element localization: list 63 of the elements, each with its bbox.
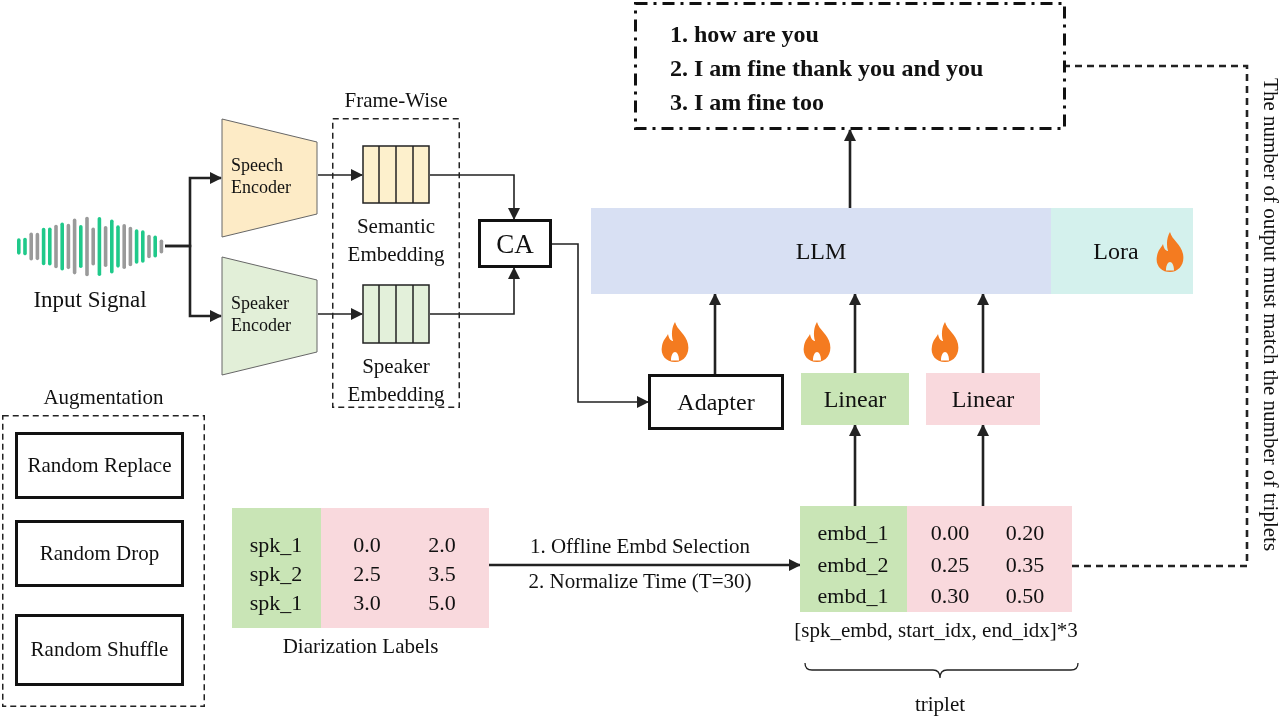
arrow — [489, 559, 801, 571]
node-label: Adapter — [676, 387, 756, 417]
process-box — [478, 219, 552, 268]
arrow — [844, 129, 856, 208]
table-cell-text: spk_1 — [248, 532, 304, 559]
table-cell-text: spk_2 — [248, 561, 304, 588]
group-title: Frame-Wise — [343, 88, 449, 114]
node-label: Diarization Labels — [281, 634, 440, 660]
arrow — [977, 424, 989, 506]
arrow — [429, 174, 520, 220]
arrow — [317, 308, 363, 320]
table-cell-text: 0.20 — [1004, 520, 1046, 547]
node-label: Lora — [1092, 236, 1140, 266]
table-cell-text: 0.00 — [929, 520, 971, 547]
table-cell-text: 0.50 — [1004, 583, 1046, 610]
node-label: Semantic Embedding — [346, 213, 446, 269]
table-cell-text: 3.0 — [352, 590, 382, 617]
output-line: 1. how are you — [670, 20, 819, 49]
output-line: 2. I am fine thank you and you — [670, 54, 984, 83]
process-box — [15, 432, 184, 499]
arrow — [165, 244, 222, 322]
arrow — [977, 293, 989, 373]
node-label: Random Replace — [26, 452, 173, 479]
arrow — [551, 243, 649, 408]
table-cell-text: 3.5 — [427, 561, 457, 588]
arrow — [317, 169, 363, 181]
node-label: LLM — [794, 236, 848, 266]
node-label: Random Drop — [38, 540, 161, 567]
arrow — [849, 424, 861, 506]
node-label: CA — [495, 227, 535, 260]
arrow — [429, 267, 520, 315]
edge-label: The number of output must match the number of triplets — [1257, 76, 1280, 554]
table-cell-text: 0.25 — [929, 552, 971, 579]
group-title: Augmentation — [42, 385, 165, 411]
dashed-connector — [1066, 64, 1249, 568]
process-box — [15, 520, 184, 587]
table-cell-text: embd_1 — [816, 583, 890, 610]
node-label: Speech Encoder — [231, 155, 292, 199]
node-label: [spk_embd, start_idx, end_idx]*3 — [793, 618, 1079, 644]
table-cell-text: 0.30 — [929, 583, 971, 610]
arrow — [849, 293, 861, 373]
arrow — [709, 293, 721, 374]
node-label: Speaker Encoder — [231, 293, 292, 337]
model-band — [591, 208, 1051, 294]
table-cell-text: embd_1 — [816, 520, 890, 547]
node-label: Linear — [822, 384, 888, 414]
table-cell-text: 2.5 — [352, 561, 382, 588]
linear-layer-box — [926, 373, 1040, 425]
linear-layer-box — [801, 373, 909, 425]
table-cell-text: 0.0 — [352, 532, 382, 559]
node-label: Input Signal — [32, 286, 148, 314]
node-label: Random Shuffle — [29, 637, 170, 663]
process-box — [15, 614, 184, 686]
table-cell-text: embd_2 — [816, 552, 890, 579]
table-cell-text: 2.0 — [427, 532, 457, 559]
output-line: 3. I am fine too — [670, 88, 824, 117]
table-cell-text: 5.0 — [427, 590, 457, 617]
model-band — [1051, 208, 1193, 294]
table-cell-text: spk_1 — [248, 590, 304, 617]
node-label: Speaker Embedding — [346, 353, 446, 409]
node-label: Linear — [950, 384, 1016, 414]
table-cell-text: 0.35 — [1004, 552, 1046, 579]
process-box — [648, 374, 784, 430]
